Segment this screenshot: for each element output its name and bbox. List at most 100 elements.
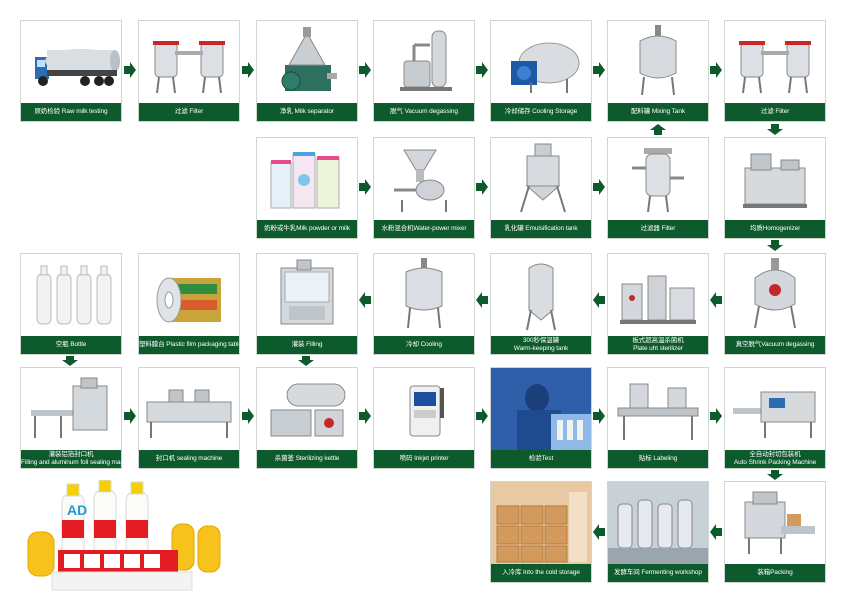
twin-filter-icon [725, 21, 825, 103]
step-homogenizer: 均质Homogenizer [724, 137, 826, 239]
water-powder-mixer-icon [374, 138, 474, 220]
step-into-cold-storage: 入冷库 Into the cold storage [490, 481, 592, 583]
step-bottle: 空瓶 Bottle [20, 253, 122, 355]
arrow-left-icon [710, 524, 722, 540]
step-label: 水粉混合机Water-power mixer [374, 220, 474, 238]
step-sterilizing-kettle: 杀菌釜 Sterilizing kettle [256, 367, 358, 469]
arrow-left-icon [593, 292, 605, 308]
empty-bottles-icon [21, 254, 121, 336]
fermenting-workshop-icon [608, 482, 708, 564]
step-label: 装箱Packing [725, 564, 825, 582]
arrow-right-icon [593, 179, 605, 195]
cold-storage-boxes-icon [491, 482, 591, 564]
arrow-right-icon [124, 408, 136, 424]
arrow-right-icon [359, 408, 371, 424]
step-cooling: 冷却 Cooling [373, 253, 475, 355]
step-label: 乳化罐 Emulsification tank [491, 220, 591, 238]
centrifugal-separator-icon [257, 368, 357, 450]
arrow-left-icon [359, 292, 371, 308]
arrow-down-icon [767, 124, 783, 135]
step-label: 过滤 Filter [725, 103, 825, 121]
product-brand: AD [67, 502, 88, 518]
step-label: 均质Homogenizer [725, 220, 825, 238]
arrow-down-icon [767, 240, 783, 251]
filling-machine-icon [21, 368, 121, 450]
step-label: 入冷库 Into the cold storage [491, 564, 591, 582]
step-warm-keeping-tank: 300秒保温罐 Warm-keeping tank [490, 253, 592, 355]
step-label: 发酵车间 Fermenting workshop [608, 564, 708, 582]
film-roll-icon [139, 254, 239, 336]
arrow-right-icon [359, 179, 371, 195]
step-label: 300秒保温罐 Warm-keeping tank [491, 336, 591, 354]
vacuum-degasser-icon [374, 21, 474, 103]
step-vacuum-degassing-2: 真空脱气Vacuum degassing [724, 253, 826, 355]
arrow-down-icon [298, 356, 314, 366]
step-filling-sealing: 灌装铝箔封口机 Filling and aluminum foil sealin… [20, 367, 122, 469]
homogenizer-icon [725, 138, 825, 220]
step-label: 过滤器 Filter [608, 220, 708, 238]
step-label: 过滤 Filter [139, 103, 239, 121]
step-label: 奶粉或牛乳Milk powder or milk [257, 220, 357, 238]
step-label: 全自动封切包装机 Auto Shrink Packing Machine [725, 450, 825, 468]
step-label-cn: 300秒保温罐 [522, 337, 560, 344]
step-filter-1: 过滤 Filter [138, 20, 240, 122]
step-label: 脱气 Vacuum degassing [374, 103, 474, 121]
step-test: 检验Test [490, 367, 592, 469]
step-packing: 装箱Packing [724, 481, 826, 583]
step-label-cn: 板式超高温杀菌机 [632, 337, 684, 344]
warm-keeping-silo-icon [491, 254, 591, 336]
step-emulsification-tank: 乳化罐 Emulsification tank [490, 137, 592, 239]
step-fermenting-workshop: 发酵车间 Fermenting workshop [607, 481, 709, 583]
step-vacuum-degassing-1: 脱气 Vacuum degassing [373, 20, 475, 122]
filling-machine-icon [139, 368, 239, 450]
arrow-left-icon [710, 292, 722, 308]
emulsification-tank-icon [491, 138, 591, 220]
filter-tank-icon [608, 138, 708, 220]
inkjet-printer-icon [374, 368, 474, 450]
mixing-tank-icon [608, 21, 708, 103]
step-label: 贴标 Labeling [608, 450, 708, 468]
step-label: 灌装铝箔封口机 Filling and aluminum foil sealin… [21, 450, 121, 468]
step-label: 冷却储存 Cooling Storage [491, 103, 591, 121]
yogurt-drink-products-icon: AD [22, 479, 232, 595]
step-plate-sterilizer: 板式超高温杀菌机 Plate uht sterilizer [607, 253, 709, 355]
step-label: 塑料膜台 Plastic film packaging table [139, 336, 239, 354]
step-label: 净乳 Milk separator [257, 103, 357, 121]
arrow-down-icon [767, 470, 783, 480]
step-label: 封口机 sealing machine [139, 450, 239, 468]
lab-test-icon [491, 368, 591, 450]
arrow-right-icon [710, 408, 722, 424]
jacketed-cooling-tank-icon [374, 254, 474, 336]
step-water-power-mixer: 水粉混合机Water-power mixer [373, 137, 475, 239]
step-label: 配料罐 Mixing Tank [608, 103, 708, 121]
step-label: 检验Test [491, 450, 591, 468]
step-label-cn: 全自动封切包装机 [749, 451, 801, 458]
arrow-down-icon [62, 356, 78, 366]
step-label: 灌装 Filling [257, 336, 357, 354]
step-filling: 灌装 Filling [256, 253, 358, 355]
step-inkjet-printer: 喷码 Inkjet printer [373, 367, 475, 469]
step-labeling: 贴标 Labeling [607, 367, 709, 469]
arrow-right-icon [710, 62, 722, 78]
arrow-right-icon [476, 179, 488, 195]
twin-filter-icon [139, 21, 239, 103]
step-plastic-film: 塑料膜台 Plastic film packaging table [138, 253, 240, 355]
arrow-right-icon [593, 62, 605, 78]
step-filter-2: 过滤 Filter [724, 20, 826, 122]
step-milk-separator: 净乳 Milk separator [256, 20, 358, 122]
step-raw-milk-testing: 原奶检验 Raw milk testing [20, 20, 122, 122]
step-label: 杀菌釜 Sterilizing kettle [257, 450, 357, 468]
step-label-en: Auto Shrink Packing Machine [733, 459, 817, 466]
labeling-machine-icon [608, 368, 708, 450]
arrow-right-icon [242, 408, 254, 424]
plate-sterilizer-icon [608, 254, 708, 336]
centrifugal-separator-icon [257, 21, 357, 103]
step-label-cn: 灌装铝箔封口机 [48, 451, 94, 458]
cooling-tank-icon [491, 21, 591, 103]
step-label: 喷码 Inkjet printer [374, 450, 474, 468]
vacuum-degasser-icon [725, 254, 825, 336]
step-cooling-storage: 冷却储存 Cooling Storage [490, 20, 592, 122]
arrow-right-icon [476, 408, 488, 424]
arrow-right-icon [593, 408, 605, 424]
step-shrink-packing: 全自动封切包装机 Auto Shrink Packing Machine [724, 367, 826, 469]
